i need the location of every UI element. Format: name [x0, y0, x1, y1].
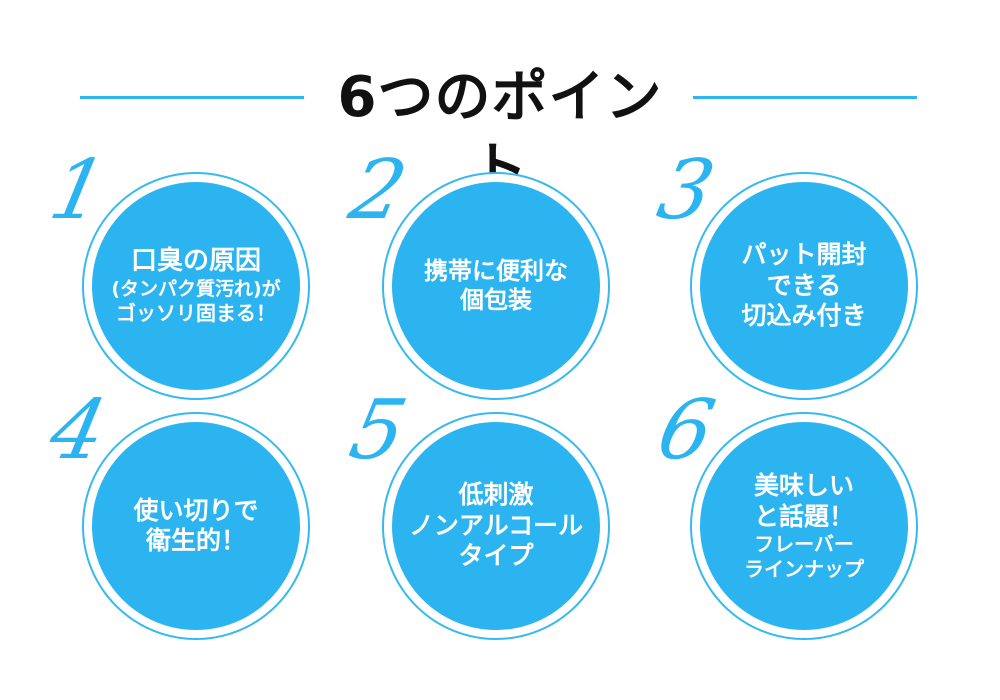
- point-circle: パット開封 できる 切込み付き: [700, 182, 908, 390]
- point-card-4: 使い切りで 衛生的！ 4: [42, 383, 312, 642]
- point-text-line: 個包装: [460, 286, 532, 314]
- title-rule-left: [80, 96, 304, 99]
- point-text-line: 低刺激: [458, 480, 534, 510]
- point-text-line: ゴッソリ固まる！: [116, 301, 276, 326]
- point-text-line: パット開封: [741, 240, 867, 270]
- point-text-line: 口臭の原因: [130, 246, 261, 277]
- point-circle: 携帯に便利な 個包装: [392, 182, 600, 390]
- point-card-6: 美味しい と話題！ フレーバー ラインナップ 6: [650, 383, 920, 642]
- point-card-3: パット開封 できる 切込み付き 3: [650, 143, 920, 402]
- page-title: 6つのポイント: [337, 65, 663, 202]
- point-card-2: 携帯に便利な 個包装 2: [342, 143, 612, 402]
- section-header: 6つのポイント: [0, 60, 1000, 202]
- point-text-line: ラインナップ: [744, 556, 864, 581]
- point-circle: 美味しい と話題！ フレーバー ラインナップ: [700, 422, 908, 630]
- point-circle: 口臭の原因 (タンパク質汚れ)が ゴッソリ固まる！: [92, 182, 300, 390]
- title-rule-right: [693, 96, 917, 99]
- point-text-line: 美味しい: [753, 471, 854, 501]
- point-card-5: 低刺激 ノンアルコール タイプ 5: [342, 383, 612, 642]
- point-card-1: 口臭の原因 (タンパク質汚れ)が ゴッソリ固まる！ 1: [42, 143, 312, 402]
- point-text-line: ノンアルコール: [408, 510, 584, 540]
- point-text-line: 切込み付き: [741, 301, 867, 331]
- point-text-line: タイプ: [458, 541, 534, 571]
- point-text-line: できる: [766, 270, 842, 300]
- point-text-line: 使い切りで: [133, 495, 259, 525]
- point-text-line: (タンパク質汚れ)が: [111, 278, 281, 301]
- point-circle: 低刺激 ノンアルコール タイプ: [392, 422, 600, 630]
- point-circle: 使い切りで 衛生的！: [92, 422, 300, 630]
- point-text-line: フレーバー: [754, 532, 854, 557]
- point-text-line: と話題！: [753, 501, 854, 531]
- point-text-line: 携帯に便利な: [424, 256, 568, 285]
- point-text-line: 衛生的！: [145, 526, 246, 555]
